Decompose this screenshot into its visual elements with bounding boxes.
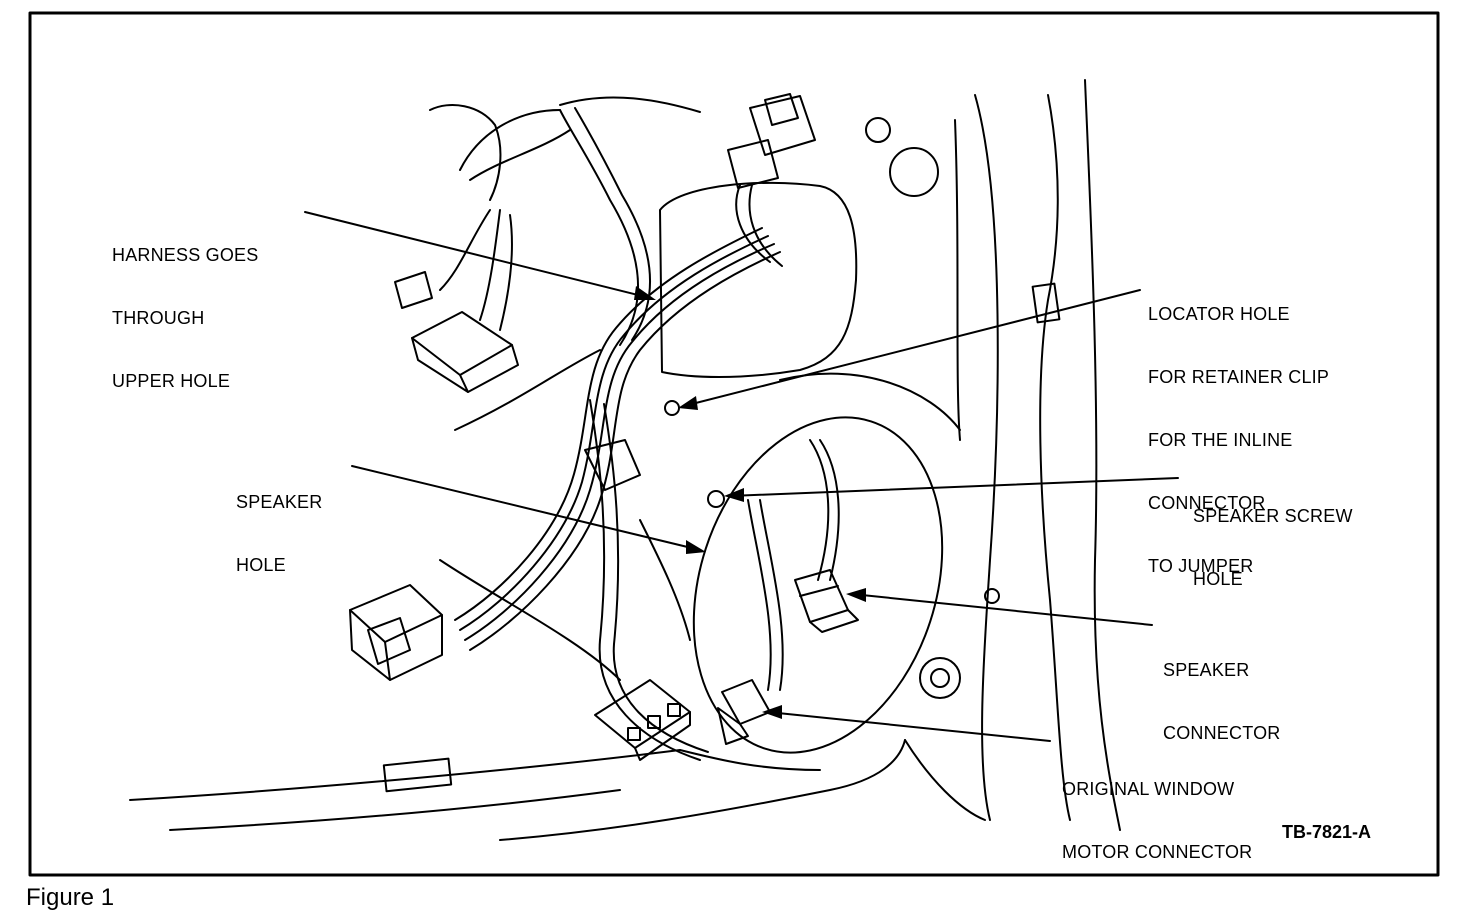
panel-hole-1: [865, 117, 891, 143]
leader-lines: [304, 211, 1179, 742]
label-speaker-screw-hole: SPEAKER SCREW HOLE: [1193, 506, 1353, 589]
arrowheads: [634, 286, 866, 719]
door-panel-outline: [129, 79, 1121, 841]
speaker-connector-icon: [794, 569, 859, 633]
upper-hole: [659, 181, 858, 378]
panel-bolt: [919, 657, 961, 699]
right-panel-slot: [1031, 282, 1061, 324]
label-speaker-hole: SPEAKER HOLE: [236, 492, 323, 575]
speaker-hole: [692, 416, 944, 754]
wire-harness: [439, 107, 840, 761]
figure-id: TB-7821-A: [1282, 822, 1372, 842]
locator-hole: [664, 400, 680, 416]
figure-caption: Figure 1: [26, 884, 115, 911]
panel-hole-3: [984, 588, 1000, 604]
bottom-clip: [382, 757, 453, 793]
panel-hole-2: [889, 147, 939, 197]
inline-connector-icon: [594, 679, 691, 761]
label-speaker-connector: SPEAKER CONNECTOR: [1163, 660, 1281, 743]
left-connectors-icon: [394, 104, 519, 393]
label-window-motor-connector: ORIGINAL WINDOW MOTOR CONNECTOR: [1062, 779, 1253, 862]
harness-clip: [584, 439, 641, 491]
diagram-border: [28, 11, 1440, 877]
lower-left-connector-icon: [349, 584, 443, 681]
speaker-screw-hole: [707, 490, 725, 508]
top-connector-icon: [727, 93, 816, 189]
label-harness: HARNESS GOES THROUGH UPPER HOLE: [112, 245, 259, 391]
label-locator-hole: LOCATOR HOLE FOR RETAINER CLIP FOR THE I…: [1148, 304, 1330, 576]
